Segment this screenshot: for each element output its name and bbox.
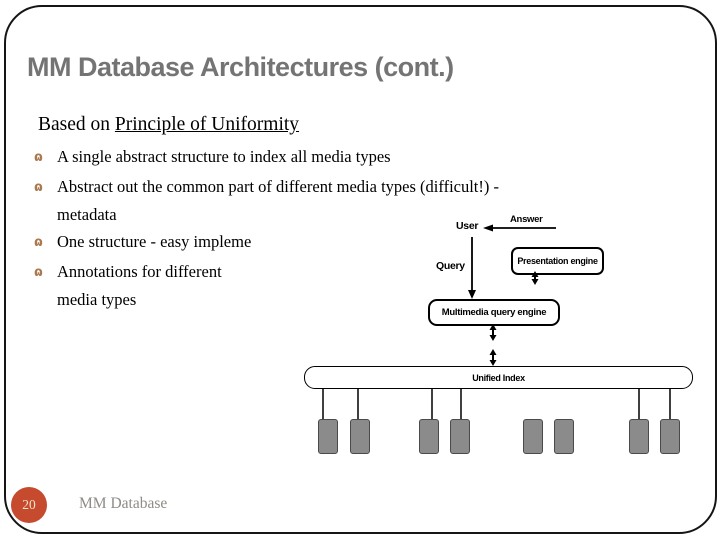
- query-label: Query: [436, 260, 465, 272]
- bullet-icon: ɷ: [34, 150, 43, 165]
- media-store-box: [660, 419, 680, 454]
- section-heading: Based on Principle of Uniformity: [38, 114, 299, 136]
- footer-text: MM Database: [79, 495, 168, 512]
- bullet-text: A single abstract structure to index all…: [57, 147, 391, 166]
- bullet-text-continued: media types: [57, 290, 137, 309]
- heading-underlined-term: Principle of Uniformity: [114, 114, 300, 135]
- media-store-box: [629, 419, 649, 454]
- page-number: 20: [22, 497, 36, 512]
- user-label: User: [456, 220, 479, 232]
- bullet-icon: ɷ: [34, 180, 43, 195]
- heading-prefix: Based on: [38, 114, 115, 135]
- unified-index-box: Unified Index: [304, 366, 693, 389]
- media-store-box: [350, 419, 370, 454]
- presentation-engine-box: Presentation engine: [511, 247, 604, 275]
- presentation-engine-label: Presentation engine: [517, 256, 598, 266]
- media-store-box: [419, 419, 439, 454]
- bullet-icon: ɷ: [34, 235, 43, 250]
- multimedia-query-engine-label: Multimedia query engine: [441, 307, 547, 318]
- bullet-text: One structure - easy impleme: [57, 232, 252, 251]
- answer-label: Answer: [510, 214, 543, 225]
- slide-border-frame: [4, 5, 717, 534]
- media-store-box: [318, 419, 338, 454]
- slide-title: MM Database Architectures (cont.): [27, 52, 454, 82]
- bullet-text-continued: metadata: [57, 205, 117, 224]
- bullet-icon: ɷ: [34, 265, 43, 280]
- media-store-box: [450, 419, 470, 454]
- multimedia-query-engine-box: Multimedia query engine: [428, 299, 560, 326]
- media-store-box: [523, 419, 543, 454]
- bullet-text: Abstract out the common part of differen…: [57, 177, 500, 196]
- unified-index-label: Unified Index: [472, 372, 525, 383]
- bullet-text: Annotations for different: [57, 262, 222, 281]
- page-number-badge: 20: [11, 487, 47, 523]
- media-store-box: [554, 419, 574, 454]
